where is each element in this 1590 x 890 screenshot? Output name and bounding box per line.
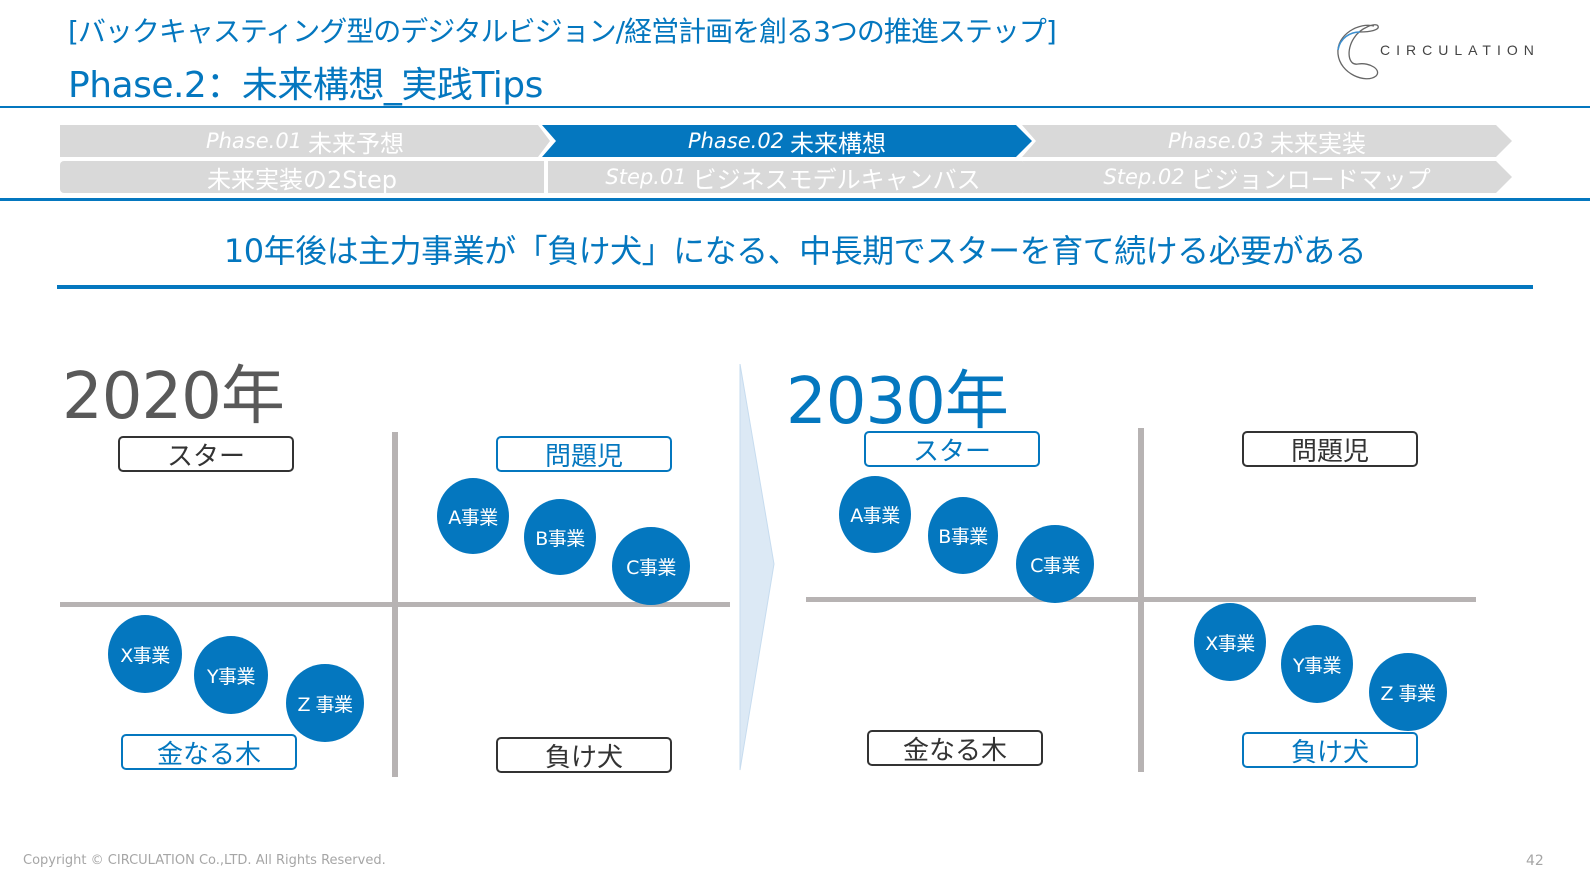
phase-02-en: Phase.02: [687, 129, 785, 153]
matrix-2020-quadrant-question: 問題児: [496, 436, 672, 472]
step-01-jp: ビジネスモデルキャンバス: [692, 165, 981, 194]
matrix-2020-bubble-y: Y事業: [194, 636, 268, 714]
year-2030-label: 2030年: [786, 365, 1009, 439]
circulation-logo-icon: [1337, 24, 1379, 80]
matrix-2020-quadrant-cashcow: 金なる木: [121, 734, 297, 770]
phase-02-jp: 未来構想: [790, 129, 887, 158]
deck-subtitle: [バックキャスティング型のデジタルビジョン/経営計画を創る3つの推進ステップ]: [68, 15, 1057, 48]
phase-01-jp: 未来予想: [308, 129, 405, 158]
step-tab-overview[interactable]: 未来実装の2Step: [60, 161, 544, 194]
matrix-2020-quadrant-dog: 負け犬: [496, 737, 672, 773]
matrix-2030-bubble-b: B事業: [928, 497, 998, 574]
logo-wordmark: CIRCULATION: [1380, 42, 1540, 58]
key-message-underline: [57, 285, 1533, 289]
matrix-2030-quadrant-cashcow: 金なる木: [867, 730, 1043, 766]
key-message: 10年後は主力事業が「負け犬」になる、中長期でスターを育て続ける必要がある: [223, 232, 1367, 270]
transition-arrow-icon: [739, 364, 775, 771]
matrix-2020-bubble-b: B事業: [524, 499, 596, 575]
matrix-2020-quadrant-star: スター: [118, 436, 294, 472]
phase-tab-01[interactable]: Phase.01 未来予想: [60, 125, 550, 157]
matrix-2020-bubble-a: A事業: [437, 478, 509, 554]
phase-03-jp: 未来実装: [1270, 129, 1367, 158]
matrix-2030-quadrant-star: スター: [864, 431, 1040, 467]
matrix-2030-bubble-y: Y事業: [1281, 625, 1353, 703]
year-2020-label: 2020年: [62, 360, 285, 434]
step-tab-02[interactable]: Step.02 ビジョンロードマップ: [1022, 161, 1512, 193]
step-tab-01[interactable]: Step.01 ビジネスモデルキャンバス: [548, 161, 1038, 193]
matrix-2030-bubble-x: X事業: [1194, 603, 1266, 681]
matrix-2030-quadrant-question: 問題児: [1242, 431, 1418, 467]
phase-tab-03[interactable]: Phase.03 未来実装: [1022, 125, 1512, 157]
matrix-2030-bubble-a: A事業: [839, 476, 911, 553]
phase-01-en: Phase.01: [205, 129, 303, 153]
matrix-2030-bubble-c: C事業: [1016, 525, 1094, 603]
matrix-2030-bubble-z: Z 事業: [1369, 653, 1447, 731]
phase-03-en: Phase.03: [1167, 129, 1265, 153]
matrix-2030-quadrant-dog: 負け犬: [1242, 732, 1418, 768]
step-02-en: Step.02: [1103, 165, 1185, 189]
step-01-en: Step.01: [605, 165, 687, 189]
nav-divider: [0, 198, 1590, 201]
step-overview-jp: 未来実装の2Step: [207, 165, 397, 194]
matrix-2030-horizontal-axis: [806, 597, 1476, 602]
matrix-2020-horizontal-axis: [60, 602, 730, 607]
phase-tab-02[interactable]: Phase.02 未来構想: [542, 125, 1032, 157]
step-02-jp: ビジョンロードマップ: [1190, 165, 1431, 194]
page-number: 42: [1526, 853, 1544, 869]
copyright-notice: Copyright © CIRCULATION Co.,LTD. All Rig…: [23, 853, 386, 868]
matrix-2020-bubble-x: X事業: [108, 615, 182, 693]
header-divider: [0, 106, 1590, 108]
matrix-2020-bubble-c: C事業: [612, 527, 690, 605]
page-title: Phase.2：未来構想_実践Tips: [68, 65, 543, 106]
matrix-2020-bubble-z: Z 事業: [286, 664, 364, 742]
